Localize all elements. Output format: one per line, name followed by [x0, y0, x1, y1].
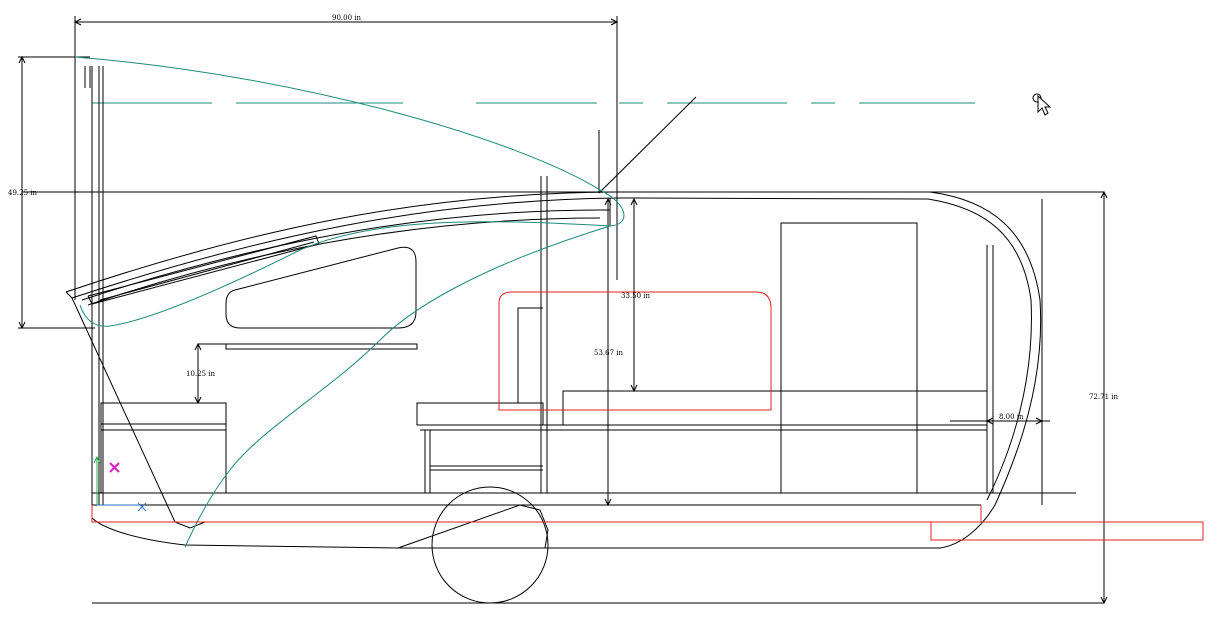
dimension-table-height-label: 10.25 in [186, 370, 216, 378]
dimension-overall-height-label: 72.71 in [1089, 393, 1119, 401]
dimension-overall-height[interactable]: 72.71 in [1089, 190, 1119, 605]
hatch-frame[interactable] [81, 198, 611, 306]
front-table[interactable]: 10.25 in [186, 342, 418, 405]
trailer-outer-shell[interactable] [65, 191, 1042, 549]
dimension-interior-height-label: 33.50 in [621, 292, 651, 300]
dimension-rear-overhang-label: 8.00 in [999, 413, 1024, 421]
wheel[interactable] [431, 486, 549, 604]
ucs-axis-icon [93, 455, 147, 512]
rear-interior[interactable] [517, 222, 994, 494]
side-window[interactable] [225, 246, 417, 329]
bed-platform[interactable] [416, 402, 987, 493]
dimension-rear-overhang[interactable]: 8.00 in [950, 199, 1050, 505]
arrow-cursor-icon [1032, 93, 1052, 116]
dimension-floor-to-roof-label: 53.67 in [594, 349, 624, 357]
dimension-top-width-label: 90.00 in [332, 14, 362, 22]
dimension-top-width[interactable]: 90.00 in [73, 14, 619, 280]
front-cabinet[interactable] [100, 402, 227, 494]
hatch-swing-profile[interactable] [74, 56, 625, 548]
front-wall-posts[interactable] [71, 66, 176, 523]
dimension-interior-height[interactable]: 33.50 in [621, 197, 651, 393]
dimension-left-height-label: 49.25 in [8, 189, 38, 197]
dimension-floor-to-roof[interactable]: 53.67 in [594, 197, 624, 507]
center-posts[interactable] [540, 96, 697, 493]
roof-rack[interactable] [87, 235, 320, 305]
selected-frame-rail[interactable] [91, 505, 1204, 541]
selected-bed-outline[interactable] [498, 291, 772, 411]
floor-chassis[interactable] [92, 492, 1076, 549]
